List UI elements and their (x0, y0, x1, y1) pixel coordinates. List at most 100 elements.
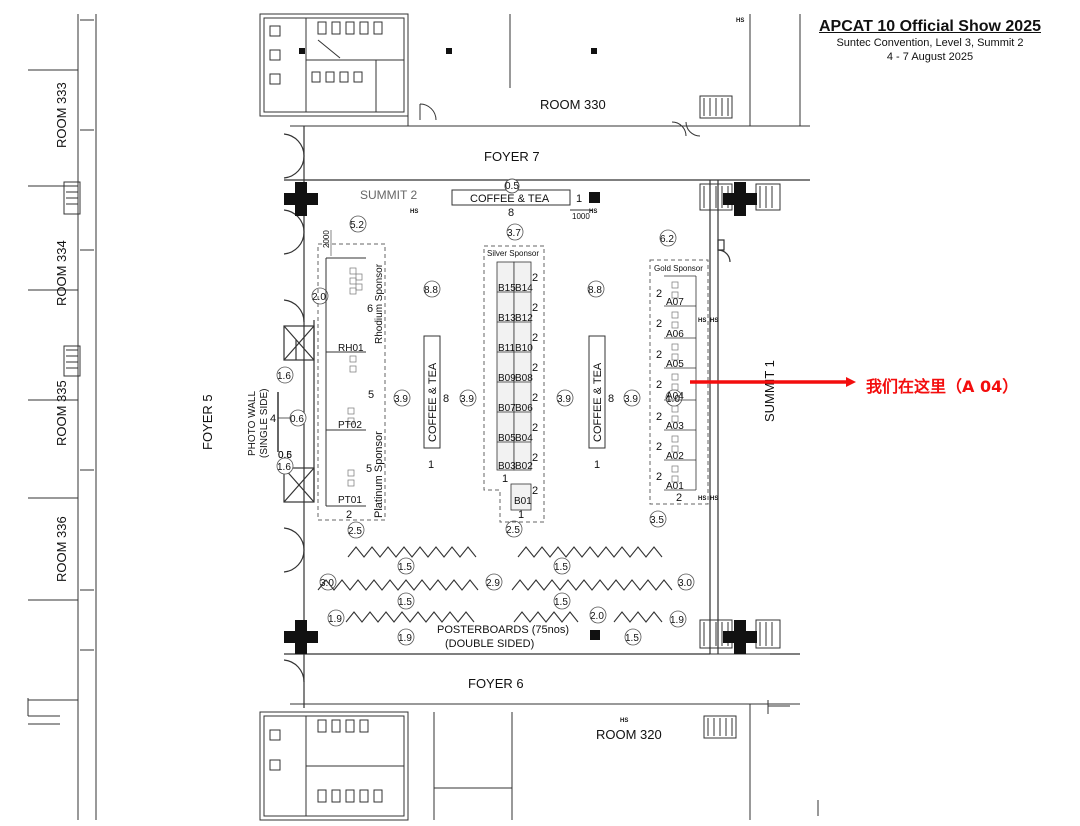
column (299, 48, 305, 54)
svg-text:PHOTO WALL: PHOTO WALL (247, 391, 258, 456)
dim-label: 1 (428, 459, 434, 471)
dim-label: 1 (576, 193, 582, 205)
svg-text:3.9: 3.9 (557, 394, 571, 405)
dim-circle (504, 178, 520, 194)
summit-2-label: SUMMIT 2 (360, 188, 417, 202)
dimension-circles (276, 215, 695, 646)
posterboards-label: POSTERBOARDS (75nos) (437, 624, 569, 636)
silver-booth-labels: B15 B14 B13 B12 B11 B10 B09 B08 B07 B06 … (498, 272, 538, 521)
svg-text:2: 2 (656, 318, 662, 330)
dim-label: 8 (443, 393, 449, 405)
svg-text:3.9: 3.9 (624, 394, 638, 405)
svg-text:2.5: 2.5 (348, 526, 362, 537)
svg-text:2: 2 (656, 411, 662, 423)
svg-text:B03: B03 (498, 461, 516, 472)
svg-text:3.5: 3.5 (650, 515, 664, 526)
column-cross (284, 182, 318, 216)
booth-a06: A06 (666, 329, 684, 340)
you-are-here-label: 我们在这里（A 04） (866, 377, 1019, 396)
svg-text:2: 2 (676, 492, 682, 504)
svg-text:3.7: 3.7 (507, 228, 521, 239)
svg-text:B02: B02 (515, 461, 533, 472)
room-335-label: ROOM 335 (54, 380, 69, 446)
svg-text:1.0: 1.0 (666, 394, 680, 405)
room-336-label: ROOM 336 (54, 516, 69, 582)
svg-text:1.5: 1.5 (398, 562, 412, 573)
svg-text:B09: B09 (498, 373, 516, 384)
svg-text:2: 2 (656, 379, 662, 391)
hs-marker: HS (620, 718, 628, 724)
svg-text:1.5: 1.5 (625, 633, 639, 644)
svg-text:2.0: 2.0 (312, 292, 326, 303)
coffee-tea-right-station (588, 335, 606, 449)
svg-text:0.6: 0.6 (290, 414, 304, 425)
location-arrow-head (846, 377, 856, 387)
silver-sponsor-label: Silver Sponsor (487, 249, 539, 258)
svg-text:2: 2 (532, 392, 538, 404)
rhodium-sponsor-label: Rhodium Sponsor (374, 263, 385, 344)
hs-marker: HS (410, 209, 418, 215)
svg-text:2: 2 (532, 302, 538, 314)
booth-a04: A04 (666, 391, 684, 402)
svg-text:B07: B07 (498, 403, 516, 414)
gold-booth-labels: A07 A06 A05 A04 A03 A02 A01 2 2 2 2 2 2 … (656, 288, 684, 504)
hs-marker: HS (698, 318, 706, 324)
svg-text:3.9: 3.9 (394, 394, 408, 405)
booth-a01: A01 (666, 481, 684, 492)
svg-text:2: 2 (532, 485, 538, 497)
column-cross (723, 182, 757, 216)
photo-wall: PHOTO WALL (SINGLE SIDE) 4 0.6 (247, 389, 292, 461)
hs-marker: HS (736, 18, 744, 24)
svg-text:B06: B06 (515, 403, 533, 414)
svg-text:1.6: 1.6 (277, 371, 291, 382)
svg-text:B04: B04 (515, 433, 533, 444)
svg-text:4: 4 (270, 413, 276, 425)
dim-label: 5 (368, 389, 374, 401)
svg-text:1.9: 1.9 (670, 615, 684, 626)
hall-walls (283, 126, 810, 708)
foyer-5-label: FOYER 5 (200, 394, 215, 450)
hs-marker: HS (698, 496, 706, 502)
room-320-label: ROOM 320 (596, 727, 662, 742)
svg-text:0.6: 0.6 (278, 450, 292, 461)
svg-text:B08: B08 (515, 373, 533, 384)
dim-label: 2000 (322, 230, 331, 248)
svg-text:1: 1 (502, 473, 508, 485)
svg-text:2: 2 (532, 362, 538, 374)
booth-a03: A03 (666, 421, 684, 432)
svg-text:B15: B15 (498, 283, 516, 294)
room-333-label: ROOM 333 (54, 82, 69, 148)
svg-text:B12: B12 (515, 313, 533, 324)
column-cross (284, 620, 318, 654)
dim-label: 8 (608, 393, 614, 405)
svg-text:8.8: 8.8 (588, 285, 602, 296)
room-330-label: ROOM 330 (540, 97, 606, 112)
svg-text:B05: B05 (498, 433, 516, 444)
silver-sponsor-zone (483, 245, 545, 523)
coffee-tea-top-label: COFFEE & TEA (470, 193, 550, 205)
booth-a02: A02 (666, 451, 684, 462)
top-building-walls (259, 13, 810, 137)
coffee-tea-right-label: COFFEE & TEA (592, 362, 604, 442)
booth-pt01: PT01 (338, 495, 362, 506)
svg-text:B10: B10 (515, 343, 533, 354)
svg-text:1.5: 1.5 (398, 597, 412, 608)
column (590, 630, 600, 640)
svg-text:2: 2 (656, 349, 662, 361)
booth-furniture (347, 267, 363, 487)
svg-text:1.9: 1.9 (328, 614, 342, 625)
svg-text:8.8: 8.8 (424, 285, 438, 296)
svg-text:1.5: 1.5 (554, 597, 568, 608)
summit-1-label: SUMMIT 1 (762, 360, 777, 422)
hs-marker: HS (710, 496, 718, 502)
svg-text:1.6: 1.6 (277, 462, 291, 473)
svg-text:2: 2 (532, 422, 538, 434)
svg-text:2: 2 (532, 332, 538, 344)
event-title: APCAT 10 Official Show 2025 (819, 18, 1041, 35)
event-venue: Suntec Convention, Level 3, Summit 2 (836, 37, 1024, 49)
platinum-sponsor-label: Platinum Sponsor (373, 431, 385, 518)
gold-booth-furniture (671, 281, 679, 483)
svg-text:B01: B01 (514, 496, 532, 507)
photo-wall-dim: 0.5 (278, 450, 292, 461)
